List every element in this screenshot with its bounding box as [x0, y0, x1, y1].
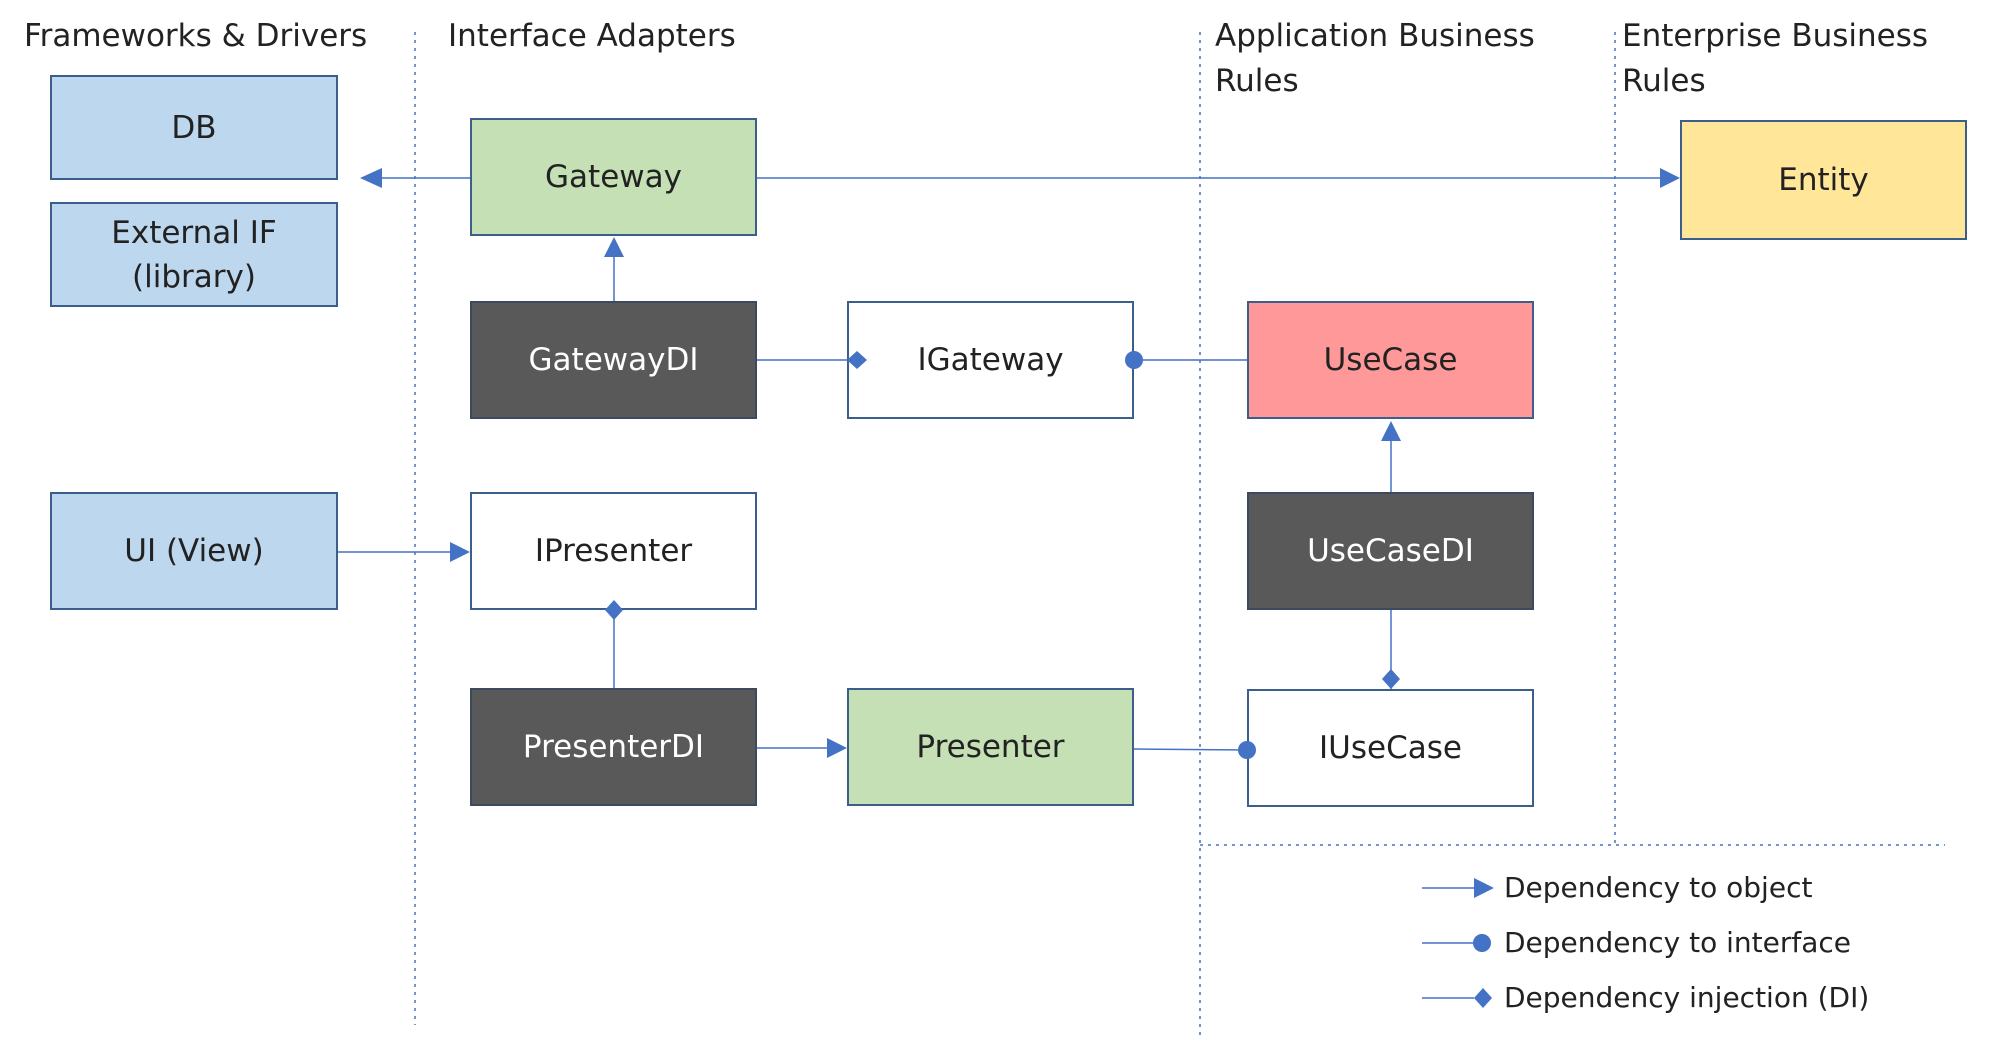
diamond-usecasedi-to-iusecase	[1382, 669, 1400, 689]
diamond-gatewaydi-to-igateway	[847, 351, 867, 369]
iusecase-box: IUseCase	[1247, 689, 1534, 807]
presenter-box: Presenter	[847, 688, 1134, 806]
layer-title-adapters: Interface Adapters	[448, 18, 736, 54]
entity-label: Entity	[1778, 162, 1869, 198]
ui-view-label: UI (View)	[124, 533, 264, 569]
usecase-di-box: UseCaseDI	[1247, 492, 1534, 610]
legend-injection-label: Dependency injection (DI)	[1504, 981, 1870, 1014]
layer-title-frameworks: Frameworks & Drivers	[24, 18, 368, 54]
legend-arrow-icon	[1474, 878, 1494, 898]
legend-diamond-icon	[1474, 988, 1492, 1008]
db-label: DB	[171, 109, 217, 146]
gateway-di-box: GatewayDI	[470, 301, 757, 419]
gateway-di-label: GatewayDI	[528, 342, 699, 378]
usecase-label: UseCase	[1323, 342, 1458, 378]
ui-view-box: UI (View)	[50, 492, 338, 610]
iusecase-label: IUseCase	[1319, 730, 1462, 766]
legend-dot-icon	[1473, 934, 1491, 952]
db-box: DB	[50, 75, 338, 180]
arrowhead-gateway-to-entity	[1660, 168, 1680, 188]
dot-presenter-to-iusecase	[1238, 741, 1256, 759]
layer-title-enterprise: Enterprise Business Rules	[1622, 18, 1929, 99]
arrowhead-gatewaydi-to-gateway	[604, 237, 624, 257]
gateway-box: Gateway	[470, 118, 757, 236]
arrowhead-presenterdi-to-presenter	[827, 738, 847, 758]
ipresenter-box: IPresenter	[470, 492, 757, 610]
presenter-label: Presenter	[916, 729, 1065, 765]
legend-interface-label: Dependency to interface	[1504, 926, 1852, 959]
usecase-di-label: UseCaseDI	[1307, 533, 1474, 569]
igateway-box: IGateway	[847, 301, 1134, 419]
external-if-box: External IF (library)	[50, 202, 338, 307]
diamond-presenterdi-to-ipresenter	[605, 600, 623, 620]
layer-title-application: Application Business Rules	[1215, 18, 1535, 99]
usecase-box: UseCase	[1247, 301, 1534, 419]
presenter-di-box: PresenterDI	[470, 688, 757, 806]
igateway-label: IGateway	[917, 342, 1064, 378]
arrowhead-usecasedi-to-usecase	[1381, 421, 1401, 441]
connector-presenter-to-iusecase	[1133, 748, 1248, 751]
gateway-label: Gateway	[545, 159, 682, 195]
legend-object-label: Dependency to object	[1504, 871, 1813, 904]
ipresenter-label: IPresenter	[534, 533, 693, 569]
arrowhead-ui-to-ipresenter	[450, 542, 470, 562]
presenter-di-label: PresenterDI	[522, 729, 705, 765]
external-if-label: External IF (library)	[111, 214, 277, 295]
dot-usecase-to-igateway	[1125, 351, 1143, 369]
entity-box: Entity	[1680, 120, 1967, 240]
arrowhead-gateway-to-frameworks	[360, 168, 382, 188]
